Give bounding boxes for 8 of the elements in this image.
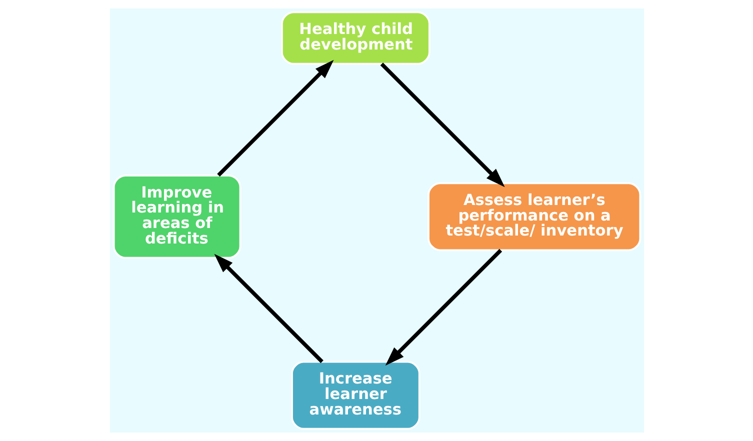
node-box: Assess learner’s performance on a test/scale/ inventory — [427, 182, 641, 252]
node-box: Improve learning in areas of deficits — [112, 174, 241, 259]
node-box: Healthy child development — [280, 11, 430, 65]
node-box: Increase learner awareness — [290, 360, 420, 430]
arrow — [216, 60, 334, 177]
arrow — [384, 248, 502, 366]
arrow — [214, 254, 323, 364]
arrow — [380, 62, 504, 188]
